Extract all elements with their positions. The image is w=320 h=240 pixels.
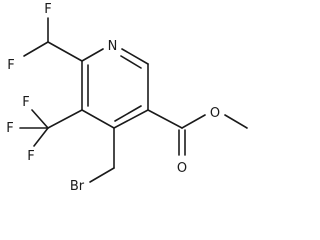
bond-ch2-br [89, 167, 115, 183]
bromomethyl-group [89, 127, 115, 183]
bond-c5-c4 [113, 109, 149, 129]
atom-n-ring: N [108, 39, 118, 54]
methyl-ester-group [147, 109, 248, 156]
atom-br: Br [70, 179, 85, 194]
bond-cf3-f-bottom [33, 127, 49, 147]
difluoromethyl-group [23, 17, 83, 62]
bond-c5-c4-inner [114, 105, 142, 122]
bond-n-c6-inner [120, 55, 142, 69]
bond-cf3-f-top [31, 109, 49, 129]
bond-n-c6 [121, 48, 149, 65]
bond-carbonyl-o-ester [181, 114, 206, 129]
atom-f-cf3-left: F [6, 121, 13, 136]
atom-f-chf2-top: F [44, 2, 51, 17]
bond-c4-c3 [81, 109, 115, 129]
molecule-structure: N F F F F F O O Br [6, 2, 248, 194]
atom-f-cf3-bottom: F [27, 149, 34, 164]
bond-c2-n [81, 48, 104, 62]
atom-f-cf3-top: F [22, 95, 29, 110]
atom-o-carbonyl: O [177, 161, 187, 176]
atom-f-chf2-left: F [7, 58, 14, 73]
bond-c2-chf2 [47, 41, 83, 62]
trifluoromethyl-group [19, 109, 83, 147]
bond-o-methyl [224, 114, 248, 129]
pyridine-ring [81, 48, 149, 129]
bond-c5-carbonyl [147, 109, 183, 129]
bond-chf2-f-left [23, 41, 49, 57]
bond-c3-cf3 [47, 109, 83, 129]
atom-o-ester: O [210, 106, 220, 121]
